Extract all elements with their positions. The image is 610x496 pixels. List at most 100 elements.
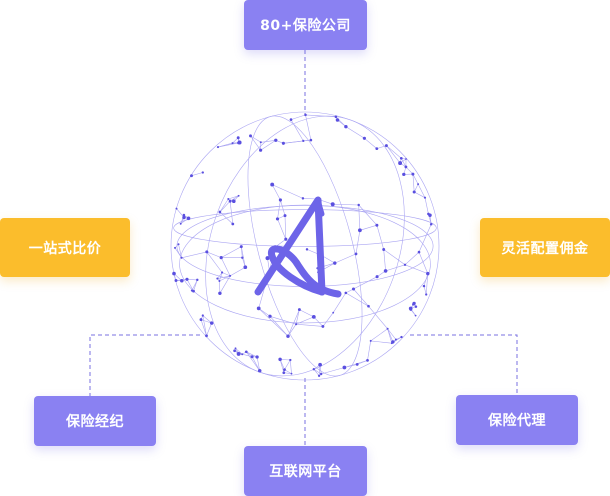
globe-node bbox=[218, 280, 221, 282]
globe-edge bbox=[186, 279, 198, 281]
globe-node bbox=[274, 138, 278, 142]
globe-node bbox=[237, 141, 240, 145]
globe-edge bbox=[272, 184, 304, 199]
globe-edge bbox=[246, 351, 258, 358]
globe-edge bbox=[344, 364, 358, 368]
globe-node bbox=[268, 314, 272, 318]
globe-node bbox=[404, 165, 408, 169]
globe-node bbox=[284, 237, 288, 241]
globe-node bbox=[283, 368, 286, 371]
globe-node bbox=[357, 228, 362, 233]
globe-node bbox=[400, 335, 403, 339]
globe-node bbox=[394, 338, 397, 341]
globe-edge bbox=[219, 275, 231, 294]
globe-edge bbox=[383, 249, 386, 271]
globe-node bbox=[375, 147, 379, 151]
globe-edge bbox=[425, 273, 429, 295]
globe-edge bbox=[376, 225, 384, 250]
globe-edge bbox=[241, 246, 246, 268]
globe-node bbox=[236, 136, 240, 140]
globe-node bbox=[201, 314, 204, 317]
globe-edge bbox=[202, 315, 212, 324]
globe-edge bbox=[283, 140, 304, 144]
globe-node bbox=[297, 308, 301, 312]
globe-edge bbox=[305, 114, 312, 141]
globe-edge bbox=[364, 138, 377, 149]
globe-node bbox=[233, 349, 236, 353]
globe-node bbox=[342, 365, 347, 370]
logo-stroke bbox=[268, 245, 342, 298]
globe-node bbox=[182, 213, 186, 217]
globe-node bbox=[196, 278, 199, 282]
globe-node bbox=[332, 311, 335, 314]
globe-edge bbox=[387, 328, 393, 344]
globe-edge bbox=[414, 191, 426, 198]
globe-node bbox=[309, 138, 313, 142]
globe-node bbox=[227, 197, 230, 201]
globe-edge bbox=[322, 312, 334, 327]
globe-node bbox=[190, 174, 193, 178]
globe-latitude bbox=[173, 209, 437, 247]
globe-node bbox=[174, 279, 178, 282]
globe-node bbox=[237, 194, 240, 197]
globe-edge bbox=[191, 279, 198, 291]
node-insurance-broker[interactable]: 保险经纪 bbox=[34, 396, 156, 446]
node-one-stop-comparison[interactable]: 一站式比价 bbox=[0, 218, 130, 277]
globe-node bbox=[221, 271, 224, 274]
globe-edge bbox=[277, 218, 287, 240]
globe-node bbox=[330, 202, 335, 207]
globe-edge bbox=[387, 328, 397, 340]
globe-node bbox=[265, 256, 270, 261]
globe-node bbox=[399, 156, 403, 160]
globe-edge bbox=[206, 322, 212, 336]
globe-edge bbox=[280, 199, 286, 216]
globe-node bbox=[354, 252, 358, 256]
globe-node bbox=[386, 327, 389, 330]
globe-node bbox=[243, 265, 248, 270]
globe-node bbox=[241, 256, 244, 259]
globe-node bbox=[256, 306, 261, 311]
globe-node bbox=[201, 171, 204, 174]
globe-edge bbox=[178, 244, 182, 258]
globe-node bbox=[375, 275, 379, 279]
globe-edge bbox=[385, 264, 406, 272]
globe-edge bbox=[271, 184, 281, 201]
globe-node bbox=[244, 350, 248, 354]
connector-bottom-right bbox=[410, 334, 518, 395]
globe-edge bbox=[284, 359, 291, 370]
globe-node bbox=[301, 197, 305, 200]
globe-edge bbox=[345, 292, 369, 307]
node-insurance-agent[interactable]: 保险代理 bbox=[456, 395, 578, 445]
globe-node bbox=[367, 304, 370, 308]
globe-edge bbox=[287, 324, 297, 337]
globe-node bbox=[335, 118, 340, 122]
node-internet-platform[interactable]: 互联网平台 bbox=[244, 446, 367, 496]
globe-node bbox=[344, 125, 348, 129]
globe-node bbox=[355, 362, 359, 366]
globe-edge bbox=[287, 309, 300, 337]
globe-edge bbox=[202, 315, 207, 336]
globe-node bbox=[175, 207, 178, 210]
globe-edge bbox=[332, 203, 359, 206]
globe-node bbox=[179, 222, 182, 225]
globe-node bbox=[259, 141, 262, 144]
globe-edge bbox=[290, 359, 292, 374]
node-flexible-commission[interactable]: 灵活配置佣金 bbox=[480, 218, 610, 277]
globe-edge bbox=[200, 319, 212, 324]
node-insurance-agent-label: 保险代理 bbox=[488, 413, 546, 429]
globe-edge bbox=[358, 204, 361, 231]
globe-edge bbox=[246, 351, 260, 371]
globe-edge bbox=[321, 367, 345, 375]
globe-node bbox=[414, 305, 418, 308]
node-insurance-companies[interactable]: 80+保险公司 bbox=[244, 0, 367, 50]
globe-mesh-lines bbox=[170, 111, 440, 381]
globe-edge bbox=[418, 224, 432, 253]
globe-node bbox=[255, 355, 259, 359]
globe-node bbox=[398, 161, 403, 166]
globe-edge bbox=[383, 249, 406, 266]
globe-node bbox=[295, 323, 298, 326]
globe-node bbox=[317, 374, 321, 377]
